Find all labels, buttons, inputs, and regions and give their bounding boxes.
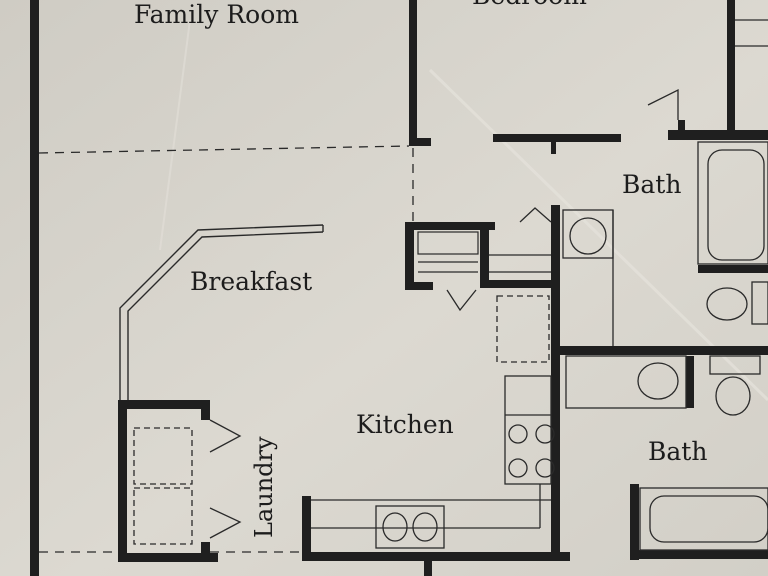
kitchen-fixtures xyxy=(311,295,555,549)
exterior-wall-left xyxy=(30,0,39,576)
sink-bowl xyxy=(412,512,438,542)
wall-bedroom-right xyxy=(668,130,768,140)
vanity-basin xyxy=(637,362,679,400)
label-family-room: Family Room xyxy=(134,0,299,29)
wall-kitchen-left-stub xyxy=(302,496,311,560)
washer xyxy=(133,427,193,485)
paper-crease xyxy=(159,19,191,251)
bathtub-upper xyxy=(697,141,768,265)
wall-bedroom-stub xyxy=(409,138,431,146)
kitchen-sink xyxy=(375,505,445,549)
pantry-wall-top xyxy=(405,222,495,230)
wall-kitchen-bottom xyxy=(302,552,570,561)
label-laundry: Laundry xyxy=(250,436,278,538)
wall-bath-divider xyxy=(551,346,768,355)
door-swing xyxy=(446,88,679,312)
kitchen-wall-top xyxy=(480,280,560,288)
wall-bedroom-left xyxy=(409,0,417,146)
wall-tick xyxy=(551,140,556,154)
wall-bedroom-bottom xyxy=(493,134,621,142)
pantry-wall-left xyxy=(405,222,414,290)
toilet-lower xyxy=(715,376,751,416)
paper-crease xyxy=(428,68,768,402)
label-bedroom: Bedroom xyxy=(472,0,587,10)
pantry-shelves xyxy=(417,231,551,273)
laundry-fixtures xyxy=(133,419,242,545)
wall-kitchen-right xyxy=(551,205,560,561)
laundry-door-swing xyxy=(209,419,242,453)
wall-lower-bath-inner xyxy=(686,356,694,408)
toilet-tank-lower xyxy=(709,355,761,375)
laundry-wall-left xyxy=(118,400,127,562)
vanity xyxy=(565,355,687,409)
breakfast-counter xyxy=(119,224,324,400)
bathtub-upper-inner xyxy=(707,149,765,261)
range-burner xyxy=(535,458,555,478)
label-bath-lower: Bath xyxy=(648,437,707,466)
pantry-wall-bottom xyxy=(405,282,433,290)
wall-door-jamb xyxy=(678,120,685,134)
lower-bath-fixtures xyxy=(565,355,768,551)
wall-tub-bottom xyxy=(698,265,768,273)
counter-right xyxy=(504,375,552,485)
wall-lower-bath-bottom xyxy=(630,550,768,559)
bathtub-lower-inner xyxy=(649,495,768,543)
wall-right-upper xyxy=(727,0,735,136)
laundry-jamb-bottom xyxy=(201,542,210,562)
toilet-upper xyxy=(706,287,748,321)
laundry-wall-bottom xyxy=(118,553,218,562)
sink-bowl xyxy=(382,512,408,542)
dashed-lines xyxy=(38,145,414,553)
pantry-wall-right xyxy=(480,222,489,282)
label-kitchen: Kitchen xyxy=(356,410,454,439)
label-breakfast: Breakfast xyxy=(190,267,312,296)
wall-bottom-tick xyxy=(424,558,432,576)
laundry-door-swing xyxy=(209,507,242,539)
walls xyxy=(30,0,768,576)
dashed-line-family-room xyxy=(38,145,410,154)
label-bath-upper: Bath xyxy=(622,170,681,199)
toilet-tank-upper xyxy=(751,281,768,325)
wall-lower-bath-left xyxy=(630,484,639,560)
upper-bath-fixtures xyxy=(562,19,768,346)
lavatory-basin xyxy=(569,217,607,255)
range-burner xyxy=(508,424,528,444)
range-burner xyxy=(535,424,555,444)
bathtub-lower xyxy=(639,487,768,551)
dryer xyxy=(133,487,193,545)
laundry-wall-top xyxy=(118,400,210,409)
laundry-jamb-top xyxy=(201,400,210,420)
refrigerator xyxy=(496,295,550,363)
range-burner xyxy=(508,458,528,478)
